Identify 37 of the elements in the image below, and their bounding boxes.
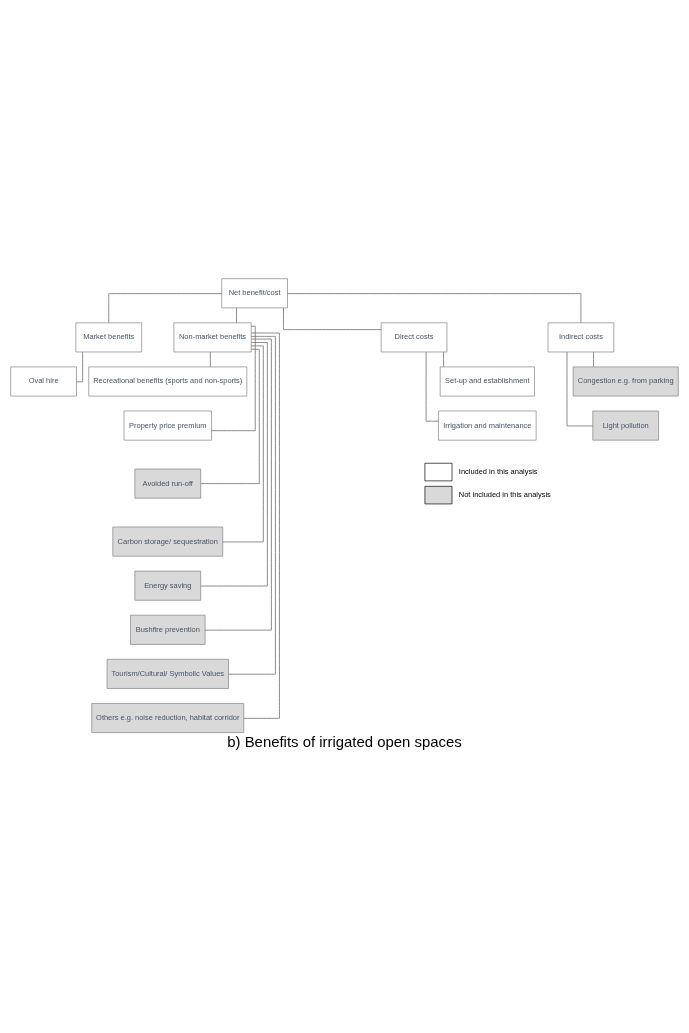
node-box: Others e.g. noise reduction, habitat corridor xyxy=(91,703,245,733)
node-box: Irrigation and maintenance xyxy=(438,410,537,441)
connector xyxy=(566,351,594,427)
legend-label: Included in this analysis xyxy=(458,466,538,476)
node-box: Non-market benefits xyxy=(173,322,252,353)
node-box: Tourism/Cultural/ Symbolic Values xyxy=(106,658,229,689)
node-box: Oval hire xyxy=(10,366,77,397)
node-box: Energy saving xyxy=(134,570,201,601)
node-box: Bushfire prevention xyxy=(130,614,206,645)
node-box: Property price premium xyxy=(123,410,212,441)
connector xyxy=(593,351,594,368)
connector xyxy=(209,351,211,368)
node-box: Net benefit/cost xyxy=(221,278,288,309)
connector xyxy=(211,325,256,432)
node-box: Light pollution xyxy=(592,410,659,441)
connector xyxy=(243,332,280,719)
node-box: Direct costs xyxy=(380,322,448,353)
connector xyxy=(200,348,260,484)
connector xyxy=(204,338,272,631)
node-box: Set-up and establishment xyxy=(439,366,535,397)
connector xyxy=(236,307,237,324)
connector xyxy=(443,351,444,368)
node-box: Congestion e.g. from parking xyxy=(572,366,679,397)
node-box: Market benefits xyxy=(75,322,142,353)
connector xyxy=(200,342,268,587)
node-box: Recreational benefits (sports and non-sports) xyxy=(88,366,248,397)
connector xyxy=(283,307,382,330)
node-box: Avoided run-off xyxy=(134,468,201,499)
connector xyxy=(228,335,276,675)
legend-label: Not included in this analysis xyxy=(458,490,551,500)
connector xyxy=(76,351,84,383)
connector xyxy=(222,345,264,543)
node-box: Indirect costs xyxy=(547,322,615,353)
connector xyxy=(108,293,223,323)
diagram-title: b) Benefits of irrigated open spaces xyxy=(227,733,462,751)
connector xyxy=(287,293,582,323)
node-box: Carbon storage/ sequestration xyxy=(112,526,224,557)
